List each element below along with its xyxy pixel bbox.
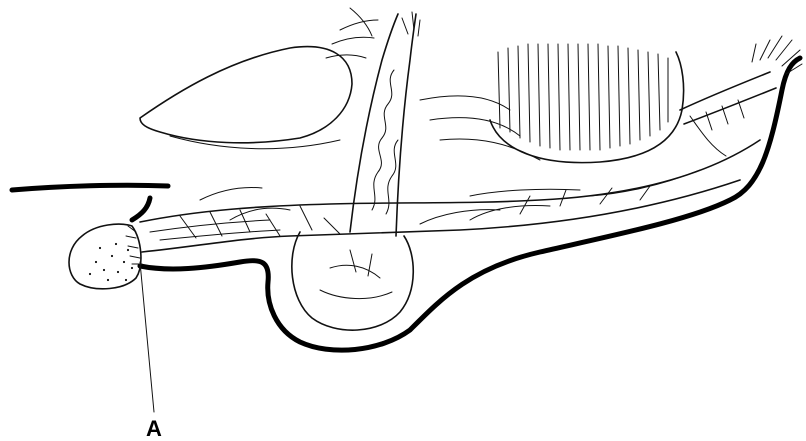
right-duct <box>680 36 802 156</box>
heavy-outline <box>12 58 800 350</box>
label-A: A <box>146 416 162 441</box>
glans <box>69 224 142 289</box>
cord <box>326 8 420 236</box>
shaft <box>140 140 760 252</box>
upper-lobe <box>140 47 352 149</box>
bulb <box>292 232 413 330</box>
leader-line-A <box>140 262 154 412</box>
fringed-gland <box>420 44 684 163</box>
label-A-callout: A <box>140 262 162 441</box>
